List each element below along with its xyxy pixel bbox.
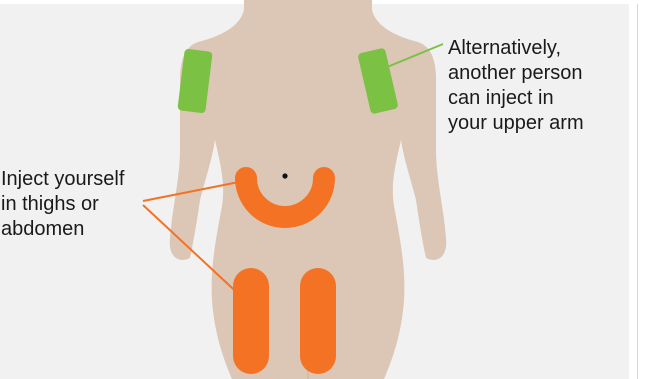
thighs-abdomen-label-line: in thighs or [1, 192, 124, 217]
upper-arm-label-line: your upper arm [448, 111, 584, 136]
navel-dot [282, 173, 287, 178]
thighs-abdomen-label-line: Inject yourself [1, 167, 124, 192]
upper-arm-label-line: Alternatively, [448, 36, 584, 61]
left-thigh-site [233, 268, 269, 374]
thighs-abdomen-label-line: abdomen [1, 217, 124, 242]
thighs-abdomen-label: Inject yourself in thighs or abdomen [1, 167, 124, 242]
right-thigh-site [300, 268, 336, 374]
upper-arm-label-line: another person [448, 61, 584, 86]
upper-arm-label-line: can inject in [448, 86, 584, 111]
upper-arm-label: Alternatively, another person can inject… [448, 36, 584, 136]
